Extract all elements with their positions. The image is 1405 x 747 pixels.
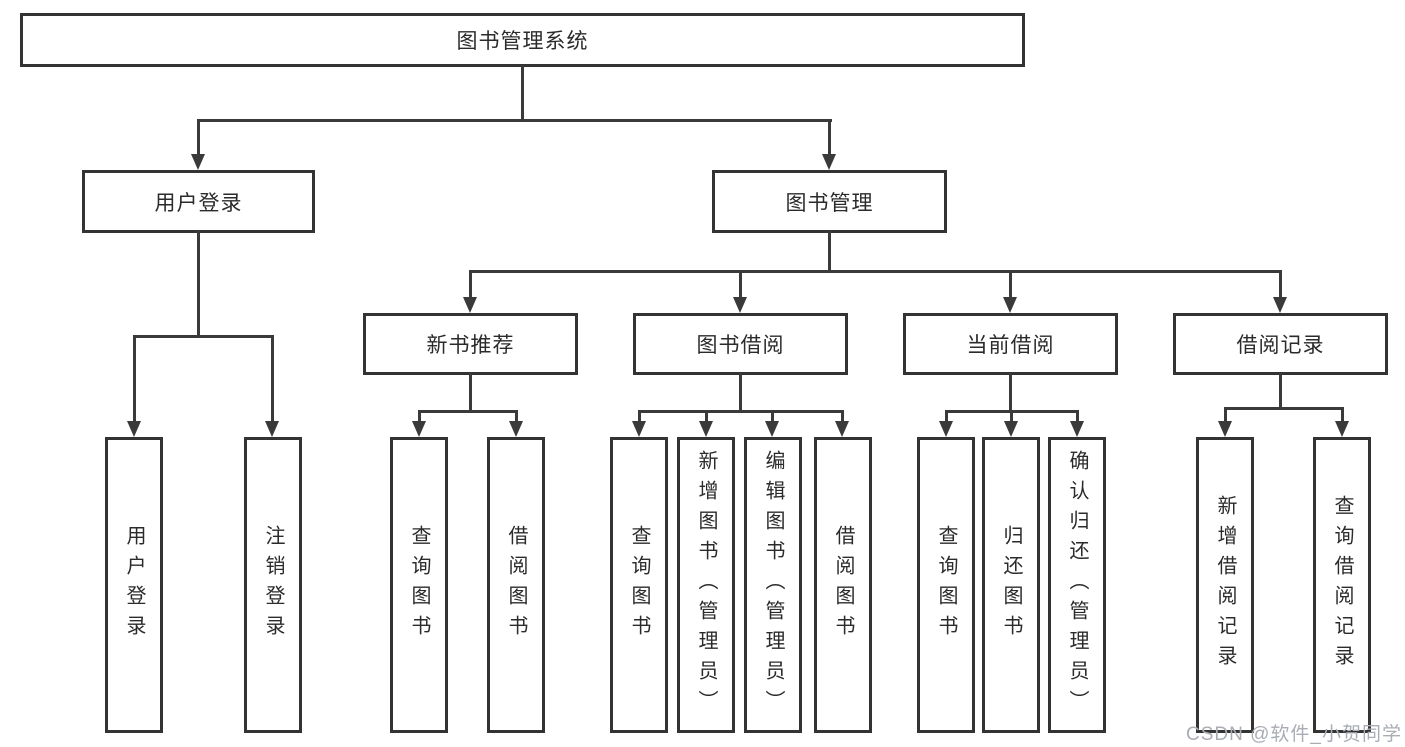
- connector-arrowhead: [835, 421, 849, 437]
- node-current-borrowing: 当前借阅: [903, 313, 1118, 375]
- node-query-borrow-record: 查询借阅记录: [1313, 437, 1371, 733]
- connector-line: [418, 410, 421, 423]
- connector-line: [1076, 410, 1079, 423]
- node-borrow-records: 借阅记录: [1173, 313, 1388, 375]
- connector-line: [1010, 410, 1013, 423]
- node-user-login: 用户登录: [82, 170, 315, 233]
- node-user-login-leaf: 用户登录: [105, 437, 163, 733]
- connector-line: [841, 410, 844, 423]
- connector-line: [828, 119, 831, 156]
- node-label: 新书推荐: [426, 334, 515, 357]
- connector-line: [469, 270, 1282, 273]
- connector-line: [133, 335, 136, 423]
- connector-arrowhead: [127, 421, 141, 437]
- node-query-books-current: 查询图书: [917, 437, 975, 733]
- node-label: 借阅图书: [832, 525, 854, 645]
- connector-arrowhead: [765, 421, 779, 437]
- connector-line: [638, 410, 641, 423]
- connector-arrowhead: [463, 297, 477, 313]
- connector-line: [1279, 270, 1282, 299]
- node-library-system: 图书管理系统: [20, 13, 1025, 67]
- connector-line: [197, 119, 832, 122]
- node-label: 图书借阅: [696, 334, 785, 357]
- csdn-watermark: CSDN @软件_小贺同学: [1186, 724, 1402, 745]
- connector-arrowhead: [1273, 297, 1287, 313]
- node-confirm-return-admin: 确认归还（管理员）: [1048, 437, 1106, 733]
- node-label: 注销登录: [262, 525, 284, 645]
- node-label: 归还图书: [1000, 525, 1022, 645]
- node-add-borrow-record: 新增借阅记录: [1196, 437, 1254, 733]
- connector-line: [418, 410, 518, 413]
- connector-arrowhead: [265, 421, 279, 437]
- connector-arrowhead: [1004, 421, 1018, 437]
- node-logout: 注销登录: [244, 437, 302, 733]
- node-query-books-borrowing: 查询图书: [610, 437, 668, 733]
- connector-arrowhead: [509, 421, 523, 437]
- connector-line: [1224, 407, 1344, 410]
- node-label: 用户登录: [154, 191, 243, 215]
- connector-line: [1224, 407, 1227, 423]
- node-label: 图书管理系统: [456, 30, 589, 53]
- node-book-borrowing: 图书借阅: [633, 313, 848, 375]
- connector-arrowhead: [699, 421, 713, 437]
- node-label: 编辑图书（管理员）: [762, 450, 784, 720]
- connector-arrowhead: [632, 421, 646, 437]
- node-book-management: 图书管理: [712, 170, 947, 233]
- connector-line: [197, 231, 200, 335]
- node-label: 当前借阅: [966, 334, 1055, 357]
- node-borrow-books-recommend: 借阅图书: [487, 437, 545, 733]
- connector-line: [771, 410, 774, 423]
- node-label: 借阅记录: [1236, 334, 1325, 357]
- connector-line: [197, 119, 200, 156]
- connector-arrowhead: [412, 421, 426, 437]
- node-label: 用户登录: [123, 525, 145, 645]
- node-label: 查询图书: [408, 525, 430, 645]
- connector-arrowhead: [822, 154, 836, 170]
- connector-line: [638, 410, 844, 413]
- connector-line: [1279, 373, 1282, 407]
- connector-line: [515, 410, 518, 423]
- connector-line: [469, 270, 472, 299]
- connector-arrowhead: [1003, 297, 1017, 313]
- connector-line: [469, 373, 472, 410]
- node-add-books-admin: 新增图书（管理员）: [677, 437, 735, 733]
- node-label: 确认归还（管理员）: [1066, 450, 1088, 720]
- node-label: 借阅图书: [505, 525, 527, 645]
- connector-arrowhead: [939, 421, 953, 437]
- node-query-books-recommend: 查询图书: [390, 437, 448, 733]
- connector-line: [271, 335, 274, 423]
- node-label: 查询图书: [628, 525, 650, 645]
- node-borrow-books-leaf: 借阅图书: [814, 437, 872, 733]
- connector-line: [739, 270, 742, 299]
- connector-arrowhead: [1335, 421, 1349, 437]
- connector-line: [1009, 373, 1012, 410]
- connector-line: [521, 65, 524, 122]
- node-return-books: 归还图书: [982, 437, 1040, 733]
- connector-line: [828, 231, 831, 270]
- node-label: 新增图书（管理员）: [695, 450, 717, 720]
- connector-arrowhead: [733, 297, 747, 313]
- connector-line: [705, 410, 708, 423]
- node-label: 图书管理: [785, 191, 874, 215]
- connector-arrowhead: [1218, 421, 1232, 437]
- connector-arrowhead: [1070, 421, 1084, 437]
- node-label: 查询图书: [935, 525, 957, 645]
- connector-line: [1341, 407, 1344, 423]
- connector-line: [739, 373, 742, 410]
- node-new-book-recommend: 新书推荐: [363, 313, 578, 375]
- node-label: 查询借阅记录: [1331, 495, 1353, 675]
- connector-arrowhead: [191, 154, 205, 170]
- node-edit-books-admin: 编辑图书（管理员）: [744, 437, 802, 733]
- connector-line: [945, 410, 948, 423]
- connector-line: [1009, 270, 1012, 299]
- connector-line: [133, 335, 274, 338]
- node-label: 新增借阅记录: [1214, 495, 1236, 675]
